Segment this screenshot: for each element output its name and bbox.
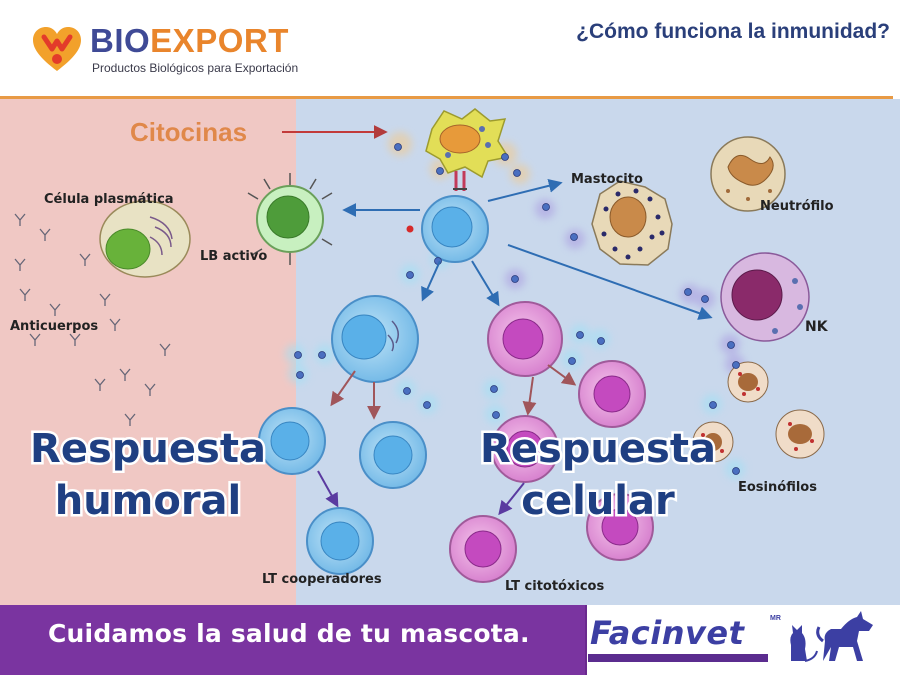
humoral-panel [0,99,296,605]
footer-slogan: Cuidamos la salud de tu mascota. [48,619,530,648]
t-cytotoxic-parent [488,302,562,376]
respuesta-humoral-line2: humoral [55,478,242,524]
respuesta-celular-line1: Respuesta [480,426,716,472]
t-cell-center [422,196,488,262]
facinvet-mr-mark: MR [770,615,781,622]
facinvet-underline [588,654,768,662]
label-celula-plasmatica: Célula plasmática [44,192,174,207]
label-eosinofilos: Eosinófilos [738,480,817,495]
label-lt-citotoxicos: LT citotóxicos [505,579,604,594]
respuesta-celular-line2: celular [521,478,675,524]
header: BIOEXPORT Productos Biológicos para Expo… [0,0,900,98]
pets-icon [783,611,895,663]
page-title: ¿Cómo funciona la inmunidad? [576,20,890,44]
brand-bio: BIO [90,22,150,59]
label-citocinas: Citocinas [130,117,247,147]
immunity-diagram: Citocinas Célula plasmática LB activo An… [0,99,900,605]
brand-export: EXPORT [150,22,289,59]
label-mastocito: Mastocito [571,172,643,187]
label-lt-cooperadores: LT cooperadores [262,572,382,587]
label-nk: NK [805,319,829,335]
brand-wordmark: BIOEXPORT [90,24,289,57]
nk-cell [721,253,809,341]
label-lb-activo: LB activo [200,249,267,264]
label-neutrofilo: Neutrófilo [760,199,834,214]
facinvet-logo: Facinvet [590,614,744,652]
red-dot-marker [407,226,414,233]
bioexport-logo-icon [30,25,84,75]
respuesta-humoral-line1: Respuesta [30,426,266,472]
brand-tagline: Productos Biológicos para Exportación [92,61,298,75]
t-helper-cell [332,296,418,382]
label-anticuerpos: Anticuerpos [10,319,98,334]
plasma-cell [100,201,190,277]
